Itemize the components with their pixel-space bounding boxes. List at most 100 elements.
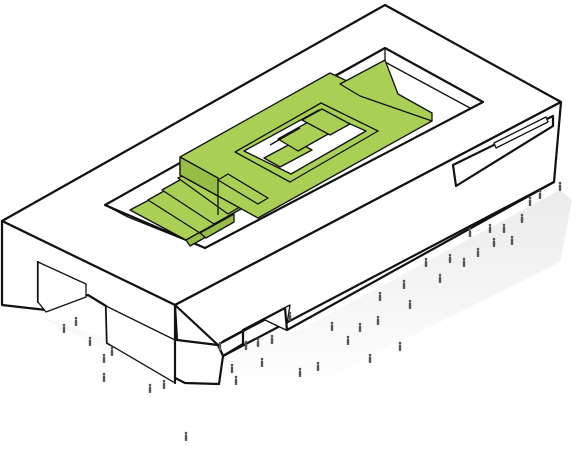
person-figure <box>368 353 372 363</box>
person-head <box>376 315 380 319</box>
person-head <box>468 227 472 231</box>
person-head <box>402 279 406 283</box>
person-head <box>298 367 302 371</box>
person-figure <box>288 311 292 321</box>
green-block-front <box>179 156 219 197</box>
person-body <box>528 199 532 206</box>
person-head <box>62 323 66 327</box>
person-head <box>256 337 260 341</box>
person-head <box>492 237 496 241</box>
green-block-right <box>339 59 433 122</box>
person-head <box>510 235 514 239</box>
person-head <box>424 257 428 261</box>
person-head <box>346 335 350 339</box>
person-figure <box>234 375 238 385</box>
scale-figures <box>62 181 562 441</box>
person-figure <box>408 299 412 309</box>
person-figure <box>492 237 496 247</box>
person-figure <box>244 340 248 350</box>
leg-left-void <box>37 261 87 313</box>
person-head <box>502 223 506 227</box>
person-figure <box>376 315 380 325</box>
person-body <box>368 356 372 363</box>
person-head <box>462 257 466 261</box>
right-base-edge <box>221 180 556 358</box>
person-body <box>260 360 264 367</box>
person-figure <box>270 334 274 344</box>
person-body <box>538 192 542 199</box>
ground-shadow <box>6 190 572 392</box>
person-body <box>408 302 412 309</box>
person-figure <box>298 367 302 377</box>
person-head <box>270 334 274 338</box>
person-body <box>346 338 350 345</box>
person-body <box>256 340 260 347</box>
person-figure <box>110 346 114 356</box>
person-body <box>502 226 506 233</box>
person-figure <box>74 316 78 326</box>
person-figure <box>402 279 406 289</box>
green-block-step <box>217 173 269 205</box>
person-body <box>148 386 152 393</box>
person-body <box>488 226 492 233</box>
person-body <box>438 276 442 283</box>
person-body <box>230 366 234 373</box>
person-body <box>102 375 106 382</box>
person-head <box>528 196 532 200</box>
person-body <box>402 282 406 289</box>
person-figure <box>378 291 382 301</box>
person-body <box>162 382 166 389</box>
person-head <box>408 299 412 303</box>
person-head <box>110 346 114 350</box>
person-head <box>244 340 248 344</box>
person-head <box>148 383 152 387</box>
person-body <box>102 356 106 363</box>
person-head <box>102 372 106 376</box>
person-body <box>298 370 302 377</box>
person-figure <box>502 223 506 233</box>
person-figure <box>88 336 92 346</box>
person-head <box>102 353 106 357</box>
person-body <box>218 344 222 351</box>
person-body <box>448 256 452 263</box>
person-head <box>316 361 320 365</box>
person-body <box>62 326 66 333</box>
person-body <box>358 325 362 332</box>
person-head <box>558 181 562 185</box>
person-body <box>376 318 380 325</box>
person-figure <box>102 353 106 363</box>
person-body <box>492 240 496 247</box>
person-body <box>110 349 114 356</box>
person-figure <box>148 383 152 393</box>
person-body <box>184 434 188 441</box>
person-figure <box>488 223 492 233</box>
person-figure <box>62 323 66 333</box>
person-figure <box>468 227 472 237</box>
person-figure <box>256 337 260 347</box>
person-figure <box>538 189 542 199</box>
person-head <box>234 375 238 379</box>
green-roof-terraces <box>129 59 433 247</box>
person-head <box>488 223 492 227</box>
person-head <box>520 213 524 217</box>
person-head <box>260 357 264 361</box>
sunken-stair-lines <box>269 127 301 146</box>
person-head <box>162 379 166 383</box>
person-body <box>398 344 402 351</box>
person-figure <box>330 321 334 331</box>
person-body <box>468 230 472 237</box>
person-figure <box>230 363 234 373</box>
person-figure <box>218 341 222 351</box>
person-figure <box>438 273 442 283</box>
person-body <box>462 260 466 267</box>
person-figure <box>346 335 350 345</box>
person-head <box>230 363 234 367</box>
person-body <box>270 337 274 344</box>
person-figure <box>424 257 428 267</box>
person-figure <box>260 357 264 367</box>
person-figure <box>398 341 402 351</box>
person-head <box>438 273 442 277</box>
person-body <box>330 324 334 331</box>
person-body <box>88 339 92 346</box>
